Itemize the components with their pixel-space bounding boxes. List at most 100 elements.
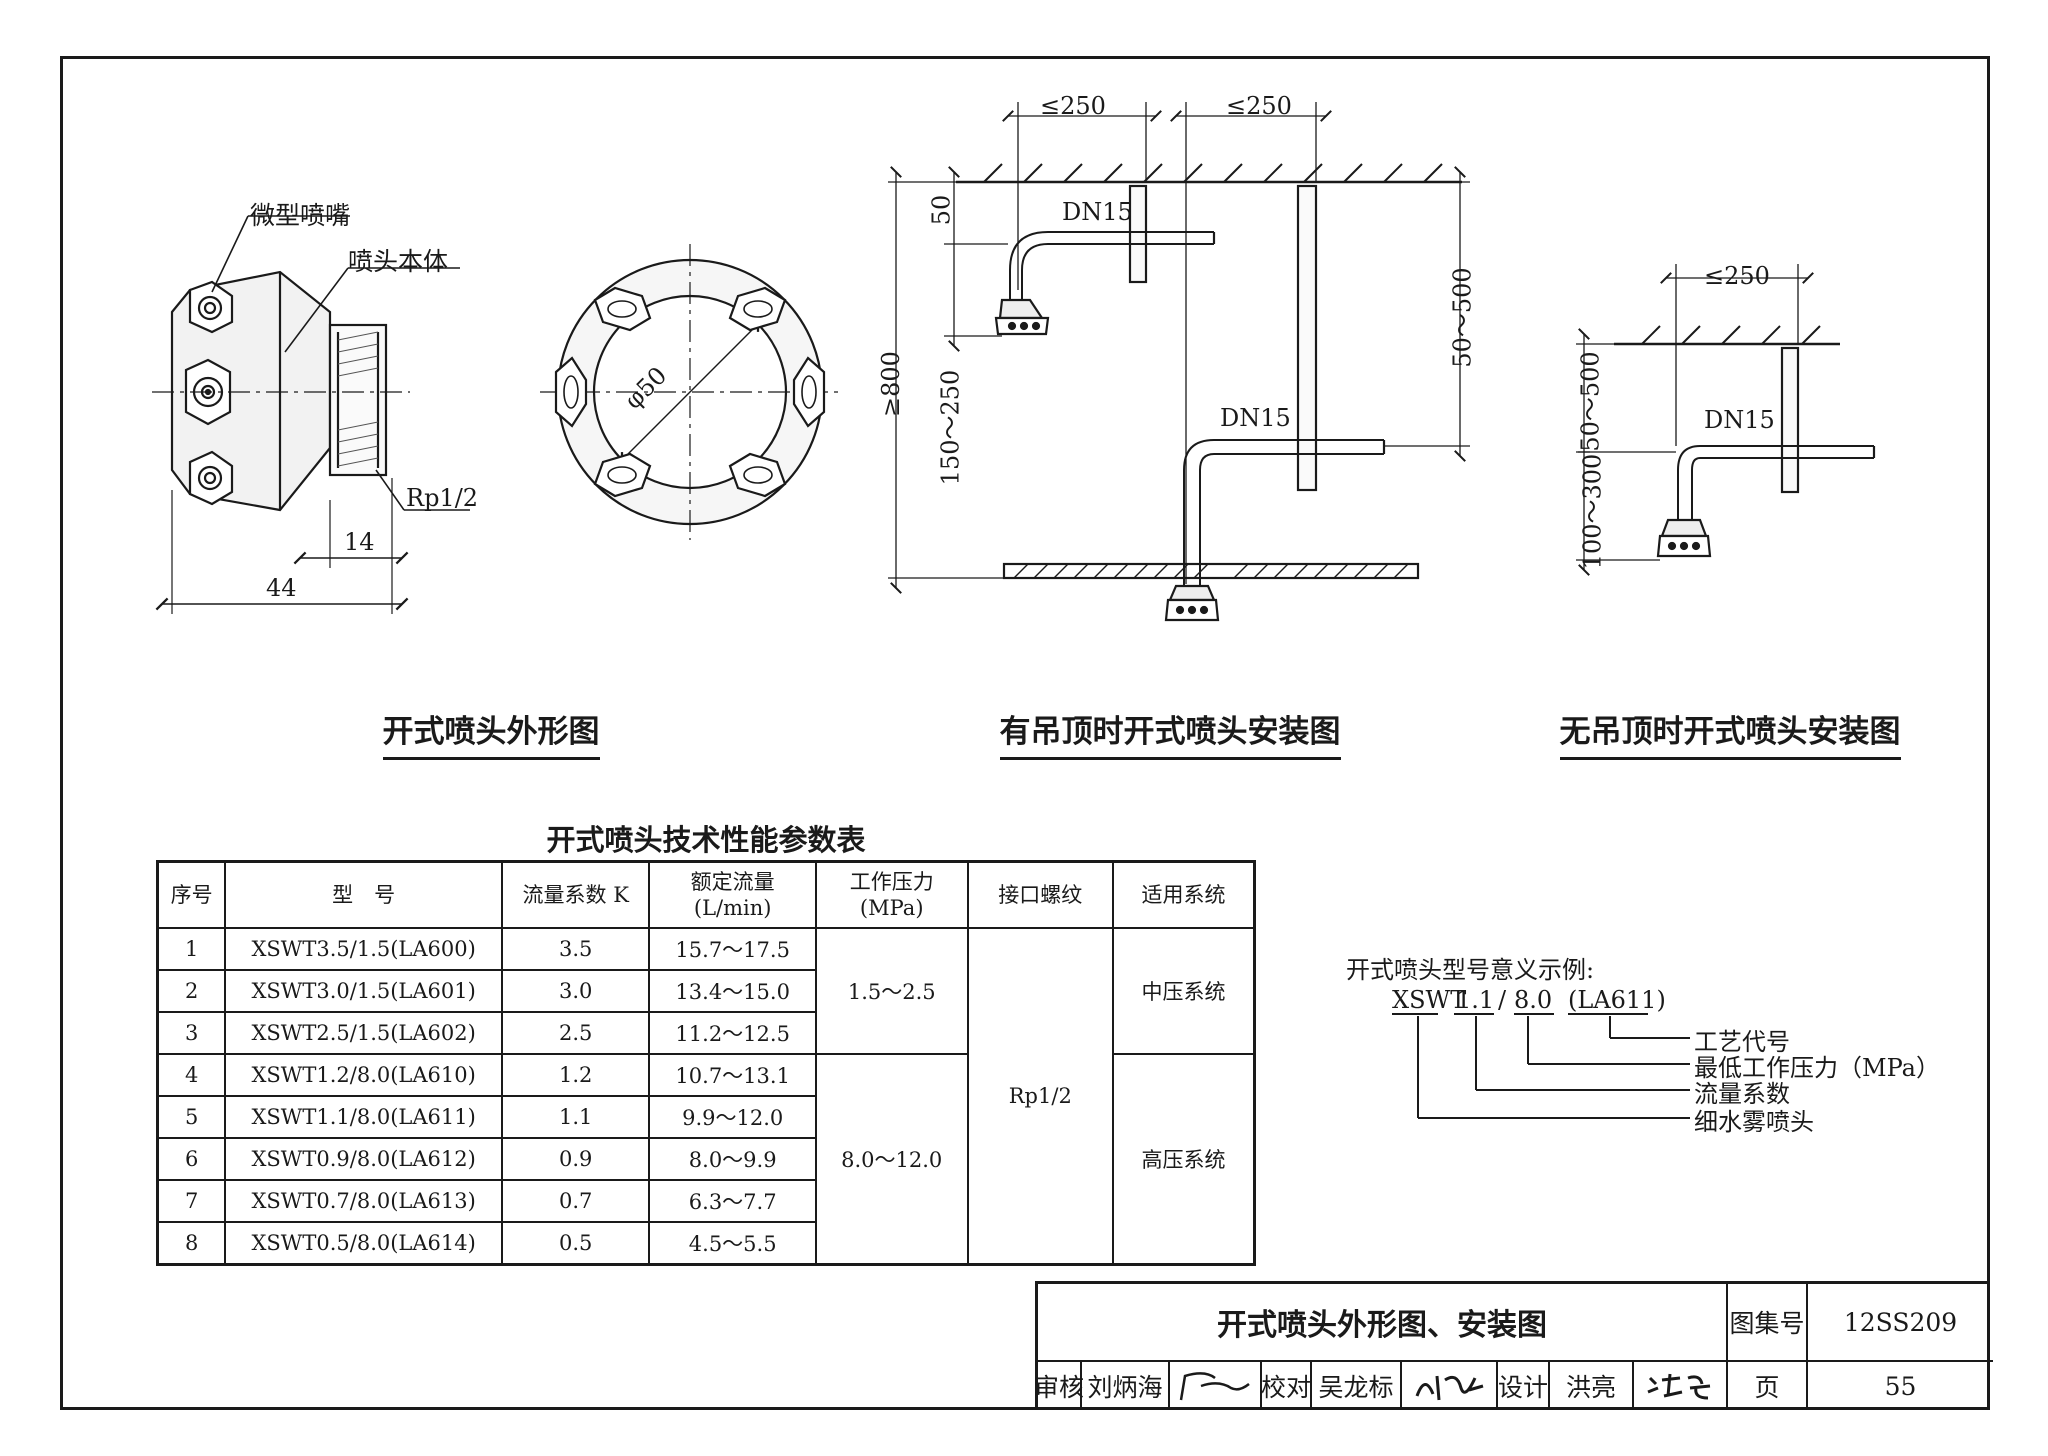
cell-model: XSWT1.2/8.0(LA610) — [224, 1053, 503, 1097]
cell-thread: Rp1/2 — [966, 927, 1115, 1266]
table-row: 2 XSWT3.0/1.5(LA601) 3.0 13.4～15.0 — [156, 969, 1255, 1013]
cell-k: 3.0 — [500, 969, 651, 1013]
cell-seq: 8 — [156, 1221, 227, 1266]
dim-150-250: 150～250 — [936, 369, 965, 486]
page-label: 页 — [1728, 1362, 1808, 1410]
cell-k: 1.2 — [500, 1053, 651, 1097]
model-code-slash: / — [1498, 986, 1507, 1014]
atlas-number: 12SS209 — [1808, 1284, 1993, 1362]
model-item-pressure: 最低工作压力（MPa） — [1694, 1054, 1940, 1082]
designer-name: 洪亮 — [1550, 1362, 1634, 1410]
nozzle-side-view — [152, 215, 470, 614]
cell-flow: 13.4～15.0 — [648, 969, 817, 1013]
header-seq: 序号 — [156, 860, 227, 929]
model-code-p: 8.0 — [1514, 986, 1553, 1014]
table-row: 8 XSWT0.5/8.0(LA614) 0.5 4.5～5.5 — [156, 1221, 1255, 1266]
header-model: 型 号 — [224, 860, 503, 929]
label-nozzle-body: 喷头本体 — [348, 247, 449, 276]
cell-model: XSWT2.5/1.5(LA602) — [224, 1011, 503, 1055]
cell-flow: 10.7～13.1 — [648, 1053, 817, 1097]
cell-flow: 8.0～9.9 — [648, 1137, 817, 1181]
drawing-title: 开式喷头外形图、安装图 — [1038, 1284, 1728, 1362]
dim-44: 44 — [266, 574, 297, 602]
model-item-process: 工艺代号 — [1694, 1028, 1790, 1056]
cell-model: XSWT3.0/1.5(LA601) — [224, 969, 503, 1013]
spec-table-title: 开式喷头技术性能参数表 — [546, 823, 866, 857]
cell-model: XSWT0.5/8.0(LA614) — [224, 1221, 503, 1266]
check-label: 校对 — [1261, 1362, 1312, 1410]
reviewer-signature — [1170, 1362, 1262, 1410]
label-dn15-bottom: DN15 — [1220, 404, 1291, 432]
label-micro-nozzle: 微型喷嘴 — [250, 201, 351, 230]
title-nozzle-outline: 开式喷头外形图 — [366, 706, 616, 760]
title-without-ceiling: 无吊顶时开式喷头安装图 — [1540, 706, 1920, 760]
model-code-k: 1.1 — [1456, 986, 1495, 1014]
label-dn15-noceiling: DN15 — [1704, 406, 1775, 434]
dim-50-500: 50～500 — [1448, 267, 1477, 368]
title-block: 开式喷头外形图、安装图 图集号 12SS209 审核 刘炳海 校对 吴龙标 设计… — [1034, 1281, 1993, 1410]
install-without-ceiling — [1576, 264, 1876, 576]
model-code-la: (LA611) — [1568, 986, 1666, 1014]
cell-model: XSWT0.9/8.0(LA612) — [224, 1137, 503, 1181]
dim-right-250: ≤250 — [1226, 92, 1292, 120]
table-row: 4 XSWT1.2/8.0(LA610) 1.2 10.7～13.1 8.0～1… — [156, 1053, 1256, 1266]
page-number: 55 — [1884, 1371, 1917, 1401]
header-k: 流量系数 K — [500, 860, 651, 929]
dim-50-500-noceiling: 50～500 — [1576, 351, 1605, 452]
cell-seq: 1 — [156, 927, 227, 971]
cell-flow: 6.3～7.7 — [648, 1179, 817, 1223]
cell-pressure-mid: 1.5～2.5 — [814, 927, 969, 1055]
table-row: 7 XSWT0.7/8.0(LA613) 0.7 6.3～7.7 — [156, 1179, 1255, 1223]
cell-flow: 15.7～17.5 — [648, 927, 817, 971]
table-row: 6 XSWT0.9/8.0(LA612) 0.9 8.0～9.9 — [156, 1137, 1255, 1181]
cell-k: 1.1 — [500, 1095, 651, 1139]
header-system: 适用系统 — [1112, 860, 1256, 929]
review-label: 审核 — [1034, 1362, 1084, 1410]
checker-name: 吴龙标 — [1312, 1362, 1402, 1410]
model-meaning-leaders — [1392, 1013, 1690, 1119]
cell-system-mid: 中压系统 — [1112, 927, 1256, 1055]
cell-seq: 5 — [156, 1095, 227, 1139]
cell-k: 0.7 — [500, 1179, 651, 1223]
dim-250-noceiling: ≤250 — [1704, 262, 1770, 290]
model-item-k: 流量系数 — [1694, 1080, 1790, 1108]
cell-seq: 3 — [156, 1011, 227, 1055]
table-row: 3 XSWT2.5/1.5(LA602) 2.5 11.2～12.5 — [156, 1011, 1255, 1055]
table-row: 1 XSWT3.5/1.5(LA600) 3.5 15.7～17.5 1.5～2… — [156, 927, 1256, 1266]
model-meaning-title: 开式喷头型号意义示例: — [1346, 956, 1595, 984]
cell-k: 2.5 — [500, 1011, 651, 1055]
model-code-xswt: XSWT — [1392, 986, 1467, 1014]
dim-left-250: ≤250 — [1040, 92, 1106, 120]
model-item-type: 细水雾喷头 — [1694, 1108, 1814, 1136]
cell-seq: 6 — [156, 1137, 227, 1181]
table-header-row: 序号 型 号 流量系数 K 额定流量(L/min) 工作压力(MPa) 接口螺纹… — [156, 860, 1256, 929]
header-flow: 额定流量(L/min) — [648, 860, 817, 929]
cell-k: 0.9 — [500, 1137, 651, 1181]
install-with-ceiling — [888, 102, 1470, 622]
cell-k: 3.5 — [500, 927, 651, 971]
cell-k: 0.5 — [500, 1221, 651, 1266]
designer-signature — [1634, 1362, 1728, 1410]
dim-50: 50 — [927, 194, 956, 226]
nozzle-front-view — [540, 244, 840, 540]
dim-800: ≥800 — [876, 351, 905, 417]
cell-seq: 2 — [156, 969, 227, 1013]
spec-table: 序号 型 号 流量系数 K 额定流量(L/min) 工作压力(MPa) 接口螺纹… — [156, 860, 1256, 1266]
atlas-label: 图集号 — [1728, 1284, 1808, 1362]
dim-14: 14 — [344, 528, 375, 556]
label-thread: Rp1/2 — [406, 484, 479, 512]
header-thread: 接口螺纹 — [966, 860, 1115, 929]
cell-model: XSWT0.7/8.0(LA613) — [224, 1179, 503, 1223]
cell-flow: 9.9～12.0 — [648, 1095, 817, 1139]
table-row: 5 XSWT1.1/8.0(LA611) 1.1 9.9～12.0 — [156, 1095, 1255, 1139]
cell-seq: 4 — [156, 1053, 227, 1097]
cell-system-high: 高压系统 — [1112, 1053, 1256, 1266]
drawing-frame — [60, 56, 1990, 1410]
cell-model: XSWT3.5/1.5(LA600) — [224, 927, 503, 971]
label-dn15-top: DN15 — [1062, 198, 1133, 226]
cell-seq: 7 — [156, 1179, 227, 1223]
cell-model: XSWT1.1/8.0(LA611) — [224, 1095, 503, 1139]
cell-flow: 11.2～12.5 — [648, 1011, 817, 1055]
reviewer-name: 刘炳海 — [1082, 1362, 1170, 1410]
